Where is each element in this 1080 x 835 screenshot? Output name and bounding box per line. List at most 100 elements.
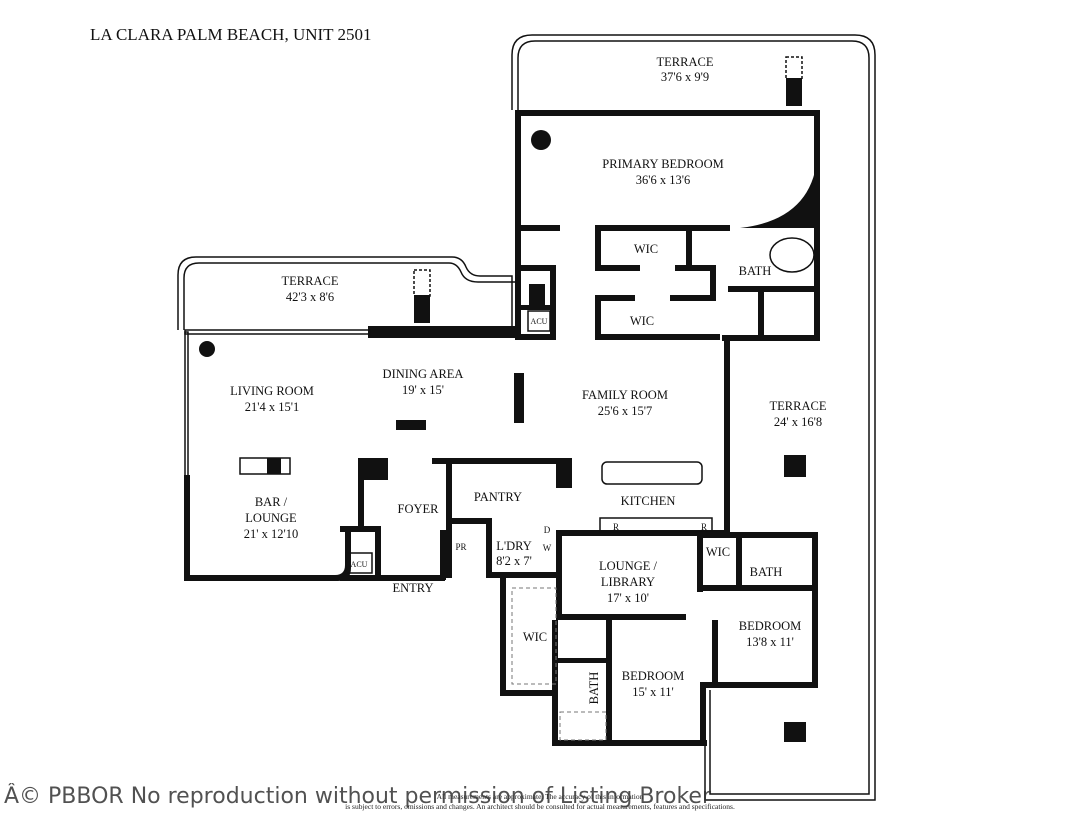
wall (446, 458, 571, 464)
wall (515, 110, 820, 116)
wall (556, 458, 572, 488)
terrace-top-name: TERRACE (657, 55, 714, 69)
wall (556, 614, 686, 620)
wic-right-name: WIC (706, 545, 730, 559)
bath-bottom-name: BATH (587, 672, 601, 705)
wall (375, 526, 381, 581)
column (784, 722, 806, 742)
wall (552, 620, 558, 745)
wall (184, 528, 351, 581)
column (414, 295, 430, 323)
column (529, 284, 545, 306)
wall (686, 225, 692, 271)
wall (340, 575, 445, 581)
wall (595, 295, 635, 301)
bedroom-right-dims: 13'8 x 11' (746, 635, 794, 649)
window (184, 329, 371, 335)
wic-bottom-outline (511, 587, 557, 685)
bath-right-name: BATH (750, 565, 783, 579)
pantry-name: PANTRY (474, 490, 522, 504)
bath-primary-name: BATH (739, 264, 772, 278)
pr-label: PR (455, 542, 466, 552)
fridge-right-label: R (701, 522, 707, 532)
column (786, 78, 802, 106)
terrace-right-dims: 24' x 16'8 (774, 415, 822, 429)
bedroom-bottom-name: BEDROOM (622, 669, 685, 683)
column-outline (785, 56, 803, 80)
family-room-dims: 25'6 x 15'7 (598, 404, 653, 418)
curved-wall (740, 160, 817, 228)
wall (184, 475, 190, 581)
living-room-dims: 21'4 x 15'1 (245, 400, 300, 414)
terrace-right-name: TERRACE (770, 399, 827, 413)
column-outline (413, 269, 431, 297)
wic-upper-name: WIC (634, 242, 658, 256)
bathtub (769, 237, 815, 273)
wall (520, 265, 555, 271)
column (514, 373, 524, 423)
bar-lounge-dims: 21' x 12'10 (244, 527, 299, 541)
wall (520, 225, 560, 231)
wall (446, 518, 486, 524)
bar-lounge-name-line1: BAR / (255, 495, 288, 509)
wall (340, 526, 380, 532)
wall (556, 530, 730, 536)
wic-lower-name: WIC (630, 314, 654, 328)
wall (722, 335, 820, 341)
wall (812, 532, 818, 687)
wall (368, 326, 518, 338)
column (199, 341, 215, 357)
bar-lounge-name-line2: LOUNGE (245, 511, 297, 525)
wall (520, 334, 555, 340)
acu-lower-label: ACU (351, 560, 368, 569)
wall (697, 532, 817, 538)
wall (606, 620, 612, 745)
wall (432, 458, 448, 464)
wic-bottom-name: WIC (523, 630, 547, 644)
wall (358, 458, 364, 528)
lounge-library-name-line1: LOUNGE / (599, 559, 658, 573)
wall (486, 572, 556, 578)
wall (358, 458, 388, 480)
terrace-left-dims: 42'3 x 8'6 (286, 290, 334, 304)
wall (728, 286, 818, 292)
wall (736, 538, 742, 588)
watermark: Â© PBBOR No reproduction without permiss… (4, 783, 712, 809)
wall (595, 295, 601, 340)
entry-name: ENTRY (393, 581, 434, 595)
column (396, 420, 426, 430)
wall (758, 286, 764, 336)
wall (520, 305, 555, 310)
wall (500, 690, 558, 696)
wall (500, 578, 506, 696)
disclaimer-line2: is subject to errors, omissions and chan… (345, 802, 735, 811)
terrace-outline-right-inner (517, 40, 870, 795)
laundry-dims: 8'2 x 7' (496, 554, 532, 568)
window (184, 331, 189, 478)
wall (486, 518, 492, 578)
wall (697, 532, 703, 592)
dining-area-dims: 19' x 15' (402, 383, 444, 397)
wall (700, 688, 706, 746)
bar-counter-fill (267, 458, 281, 474)
wall (440, 530, 446, 580)
wall (552, 740, 707, 746)
dining-area-name: DINING AREA (383, 367, 464, 381)
wall (595, 265, 640, 271)
column (531, 130, 551, 150)
terrace-outline-right (511, 34, 876, 801)
kitchen-counter (599, 517, 713, 533)
wall (700, 585, 818, 591)
wall (558, 658, 608, 663)
wall (550, 265, 556, 340)
primary-bedroom-name: PRIMARY BEDROOM (602, 157, 723, 171)
acu-box-lower (345, 552, 373, 574)
terrace-outline-left (177, 256, 513, 330)
kitchen-name: KITCHEN (621, 494, 676, 508)
bedroom-right-name: BEDROOM (739, 619, 802, 633)
wall (595, 334, 720, 340)
lounge-library-dims: 17' x 10' (607, 591, 649, 605)
bar-counter (239, 457, 291, 475)
family-room-name: FAMILY ROOM (582, 388, 668, 402)
